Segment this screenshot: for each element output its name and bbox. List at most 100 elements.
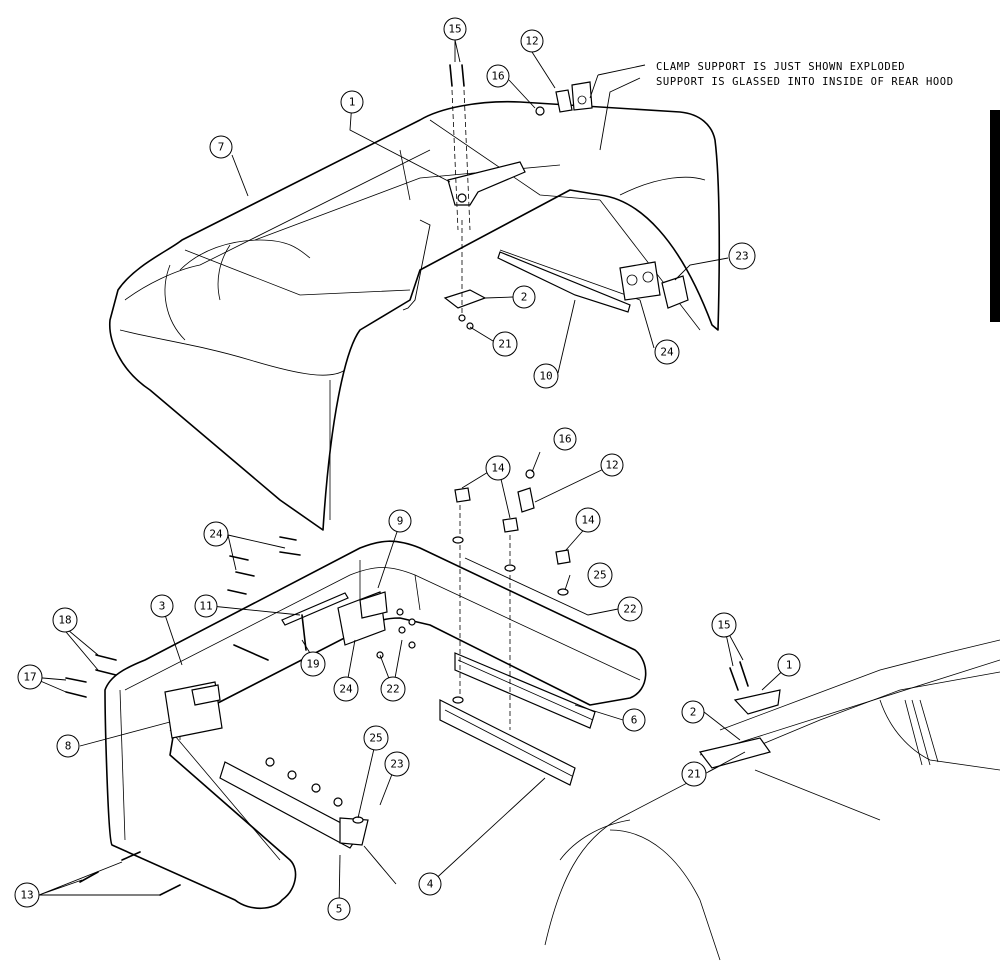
- callout-24-lower: 24: [333, 676, 359, 702]
- callout-10-label: 10: [539, 370, 552, 383]
- clip-19: [233, 614, 307, 661]
- hood-rod-10: [497, 251, 631, 313]
- callout-8: 8: [56, 734, 80, 758]
- callout-7: 7: [209, 135, 233, 159]
- hood-hinge-1: [447, 161, 526, 206]
- callout-23-lower: 23: [384, 751, 410, 777]
- callout-14-left-label: 14: [491, 462, 505, 475]
- inset-detail: [544, 639, 1000, 961]
- callout-12-top-label: 12: [525, 35, 538, 48]
- hood-bracket-24: [619, 261, 661, 301]
- callout-1-top: 1: [340, 90, 364, 114]
- callout-9-label: 9: [397, 515, 404, 528]
- callout-4-label: 4: [427, 878, 434, 891]
- callout-14-right-label: 14: [581, 514, 595, 527]
- callout-14-right: 14: [575, 507, 601, 533]
- callout-15-inset-label: 15: [717, 619, 730, 632]
- callout-15-top: 15: [443, 17, 467, 41]
- callout-1-inset-label: 1: [786, 659, 793, 672]
- callout-24-upper-label: 24: [209, 528, 223, 541]
- callout-22-right-label: 22: [623, 603, 636, 616]
- callout-12-top: 12: [520, 29, 544, 53]
- callout-2-inset-label: 2: [690, 706, 697, 719]
- rear-hood: [109, 100, 721, 531]
- callout-23-top: 23: [728, 242, 756, 270]
- callout-2-top-label: 2: [521, 291, 528, 304]
- hood-plate-2: [443, 289, 487, 309]
- callout-15-inset: 15: [711, 612, 737, 638]
- callout-21-top: 21: [492, 331, 518, 357]
- callout-1-inset: 1: [777, 653, 801, 677]
- callout-2-top: 2: [512, 285, 536, 309]
- callout-5-label: 5: [336, 903, 343, 916]
- callout-16-top: 16: [486, 64, 510, 88]
- callout-2-inset: 2: [681, 700, 705, 724]
- note-line-2: SUPPORT IS GLASSED INTO INSIDE OF REAR H…: [656, 76, 954, 88]
- callout-18-label: 18: [58, 614, 71, 627]
- callout-15-top-label: 15: [448, 23, 461, 36]
- callout-23-top-label: 23: [735, 250, 748, 263]
- nut-21-top: [458, 220, 474, 330]
- rod-11: [281, 592, 349, 626]
- callout-19-label: 19: [306, 658, 319, 671]
- callout-25-right-label: 25: [593, 569, 606, 582]
- clamp-12-lower: [517, 487, 535, 513]
- callout-22-left: 22: [380, 676, 406, 702]
- callout-21-inset: 21: [681, 761, 707, 787]
- callout-12-lower-label: 12: [605, 459, 618, 472]
- callout-3-label: 3: [159, 600, 166, 613]
- callout-17: 17: [17, 664, 43, 690]
- page-edge-tab: [990, 110, 1000, 322]
- callout-6: 6: [622, 708, 646, 732]
- bracket-5: [219, 761, 369, 849]
- callout-11: 11: [194, 594, 218, 618]
- side-bolts: [65, 536, 301, 896]
- callout-22-left-label: 22: [386, 683, 399, 696]
- callout-3: 3: [150, 594, 174, 618]
- note-line-1: CLAMP SUPPORT IS JUST SHOWN EXPLODED: [656, 61, 905, 73]
- nut-16-top: [535, 106, 545, 116]
- callout-1-top-label: 1: [349, 96, 356, 109]
- bolt-14: [454, 487, 571, 730]
- callout-16-lower-label: 16: [558, 433, 571, 446]
- callout-13: 13: [14, 882, 40, 908]
- bolt-15-top: [449, 64, 471, 231]
- callout-25-left: 25: [363, 725, 389, 751]
- callout-4: 4: [418, 872, 442, 896]
- callout-21-top-label: 21: [498, 338, 511, 351]
- callout-22-right: 22: [617, 596, 643, 622]
- washer-25: [352, 536, 569, 824]
- callout-14-left: 14: [485, 455, 511, 481]
- hinge-plate-9: [337, 591, 388, 646]
- callout-12-lower: 12: [600, 453, 624, 477]
- callout-16-lower: 16: [553, 427, 577, 451]
- callout-9: 9: [388, 509, 412, 533]
- callout-25-left-label: 25: [369, 732, 382, 745]
- callout-5: 5: [327, 897, 351, 921]
- callout-6-label: 6: [631, 714, 638, 727]
- callout-10: 10: [533, 363, 559, 389]
- callout-11-label: 11: [199, 600, 212, 613]
- clamp-support-12: [555, 81, 593, 113]
- bracket-6: [454, 652, 596, 729]
- hood-bracket-23: [661, 275, 689, 309]
- hinge-plate-8: [164, 681, 223, 739]
- callout-24-upper: 24: [203, 521, 229, 547]
- callout-24-lower-label: 24: [339, 683, 353, 696]
- leader-lines: [30, 39, 790, 910]
- callout-23-lower-label: 23: [390, 758, 403, 771]
- callout-18: 18: [52, 607, 78, 633]
- callout-7-label: 7: [218, 141, 225, 154]
- callout-19: 19: [300, 651, 326, 677]
- callout-25-right: 25: [587, 562, 613, 588]
- nuts-lower: [265, 757, 343, 807]
- bracket-4: [439, 699, 576, 786]
- callout-17-label: 17: [23, 671, 36, 684]
- callout-24-top: 24: [654, 339, 680, 365]
- callout-8-label: 8: [65, 740, 72, 753]
- callout-24-top-label: 24: [660, 346, 674, 359]
- callout-13-label: 13: [20, 889, 33, 902]
- callout-16-top-label: 16: [491, 70, 504, 83]
